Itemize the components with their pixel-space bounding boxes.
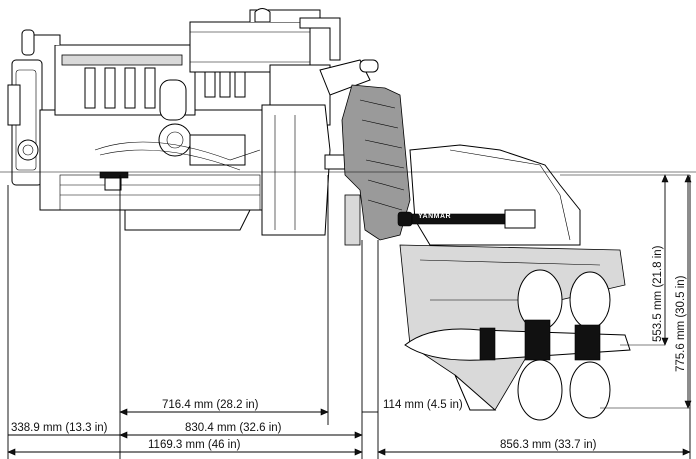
engine-illustration [7, 8, 386, 236]
sterndrive-illustration [341, 84, 631, 421]
dimension-lines [7, 174, 692, 456]
dim-716-label: 716.4 mm (28.2 in) [162, 399, 259, 411]
injector-row [84, 67, 156, 109]
dim-553-label: 553.5 mm (21.8 in) [652, 245, 664, 342]
brand-label: YANMAR [418, 213, 451, 220]
dim-114-label: 114 mm (4.5 in) [383, 399, 463, 411]
dim-338-label: 338.9 mm (13.3 in) [11, 422, 108, 434]
dim-775-label: 775.6 mm (30.5 in) [675, 275, 687, 372]
dim-856-label: 856.3 mm (33.7 in) [500, 439, 597, 451]
dim-830-label: 830.4 mm (32.6 in) [185, 422, 282, 434]
dim-1169-label: 1169.3 mm (46 in) [148, 439, 241, 451]
